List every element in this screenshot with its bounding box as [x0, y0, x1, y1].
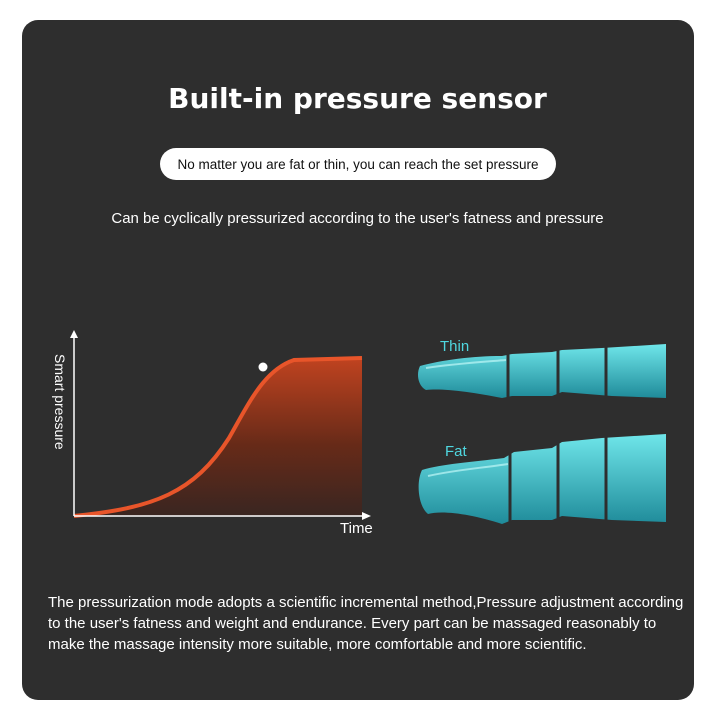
y-axis-label: Smart pressure: [52, 354, 68, 450]
curve-fill: [74, 358, 362, 516]
subtitle: Can be cyclically pressurized according …: [111, 210, 604, 227]
pressure-curve-illustration: [70, 330, 371, 520]
pressure-curve-line: [73, 356, 363, 518]
fat-leg-icon: [418, 434, 666, 524]
page-title: Built-in pressure sensor: [168, 82, 547, 115]
pressure-note-pill: No matter you are fat or thin, you can r…: [160, 148, 556, 180]
description-text: The pressurization mode adopts a scienti…: [48, 594, 684, 653]
y-axis-arrow: [70, 330, 78, 338]
pressure-note-text: No matter you are fat or thin, you can r…: [177, 156, 539, 172]
x-axis-arrow: [362, 512, 371, 520]
leg-airbag-illustration: [418, 344, 666, 524]
fat-label: Fat: [445, 443, 467, 460]
thin-label: Thin: [440, 338, 470, 355]
set-point-marker: [258, 362, 268, 372]
thin-leg-icon: [418, 344, 666, 398]
x-axis-label: Time: [340, 520, 373, 537]
